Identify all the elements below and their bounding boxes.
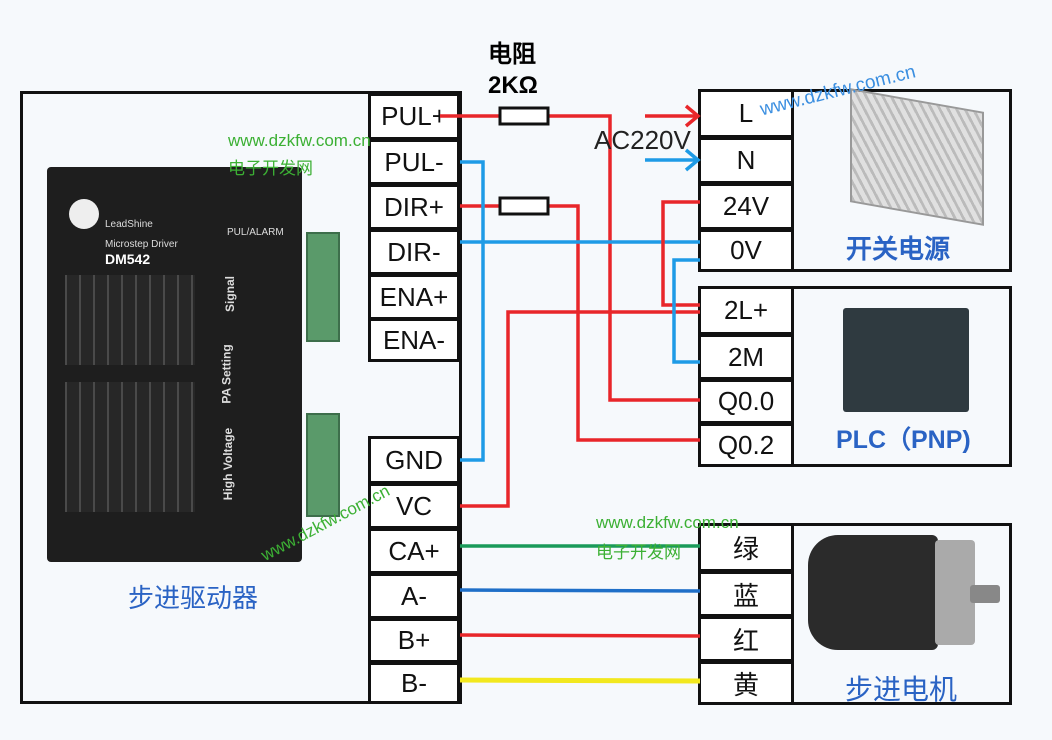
driver-title: 步进驱动器 [128, 583, 259, 613]
wire-a-minus [459, 588, 701, 593]
watermark-name-2: 电子开发网 [596, 543, 681, 562]
plc-title: PLC（PNP) [836, 426, 971, 454]
wire-0v-2m [672, 258, 700, 364]
terminal-dir-plus: DIR+ [368, 184, 460, 230]
terminal-b-minus: B- [368, 662, 460, 704]
terminal-2l-plus: 2L+ [698, 286, 794, 335]
watermark-url-2: www.dzkfw.com.cn [596, 513, 739, 532]
driver-model: DM542 [105, 251, 151, 267]
wire-vc-2l [460, 310, 700, 508]
watermark-url: www.dzkfw.com.cn [228, 131, 371, 150]
wire-b-plus [459, 633, 701, 638]
terminal-gnd: GND [368, 436, 460, 484]
resistor-label: 电阻 [488, 41, 536, 68]
wire-b-minus [459, 677, 701, 684]
ac220v-label: AC220V [594, 125, 691, 155]
wire-color-red: 红 [698, 616, 794, 662]
watermark-name: 电子开发网 [228, 159, 313, 178]
terminal-2m: 2M [698, 334, 794, 380]
wire-color-green: 绿 [698, 523, 794, 572]
terminal-24v: 24V [698, 183, 794, 230]
wire-dir-plus-q02 [548, 204, 700, 442]
motor-image [808, 535, 938, 650]
terminal-ena-plus: ENA+ [368, 274, 460, 320]
resistor-1 [498, 106, 550, 126]
terminal-ena-minus: ENA- [368, 318, 460, 362]
wire-color-blue: 蓝 [698, 571, 794, 617]
wire-pul-minus-gnd [460, 160, 485, 462]
terminal-b-plus: B+ [368, 618, 460, 663]
terminal-q0-2: Q0.2 [698, 423, 794, 467]
power-supply-image [850, 88, 984, 226]
power-terminal-block [306, 413, 340, 517]
driver-signal-header: PUL/ALARM [227, 227, 284, 238]
terminal-0v: 0V [698, 229, 794, 272]
resistor-value: 2KΩ [488, 72, 538, 99]
plc-image [843, 308, 969, 412]
driver-section-hv: High Voltage [221, 427, 236, 501]
motor-title: 步进电机 [845, 674, 958, 705]
driver-section-signal: Signal [223, 275, 238, 313]
terminal-pul-plus: PUL+ [368, 93, 460, 140]
driver-subtitle: Microstep Driver [105, 239, 178, 250]
stepper-driver-image: LeadShine Microstep Driver DM542 PUL/ALA… [47, 167, 302, 562]
terminal-pul-minus: PUL- [368, 139, 460, 185]
terminal-q0-0: Q0.0 [698, 379, 794, 424]
terminal-a-minus: A- [368, 573, 460, 619]
terminal-a-plus: CA+ [368, 528, 460, 574]
signal-terminal-block [306, 232, 340, 342]
terminal-n: N [698, 137, 794, 184]
wire-24v-2l [661, 200, 700, 307]
wire-pul-plus-q00 [548, 114, 700, 402]
power-supply-title: 开关电源 [846, 234, 951, 264]
driver-section-pa: PA Setting [219, 344, 234, 404]
driver-brand: LeadShine [105, 219, 153, 230]
terminal-vc: VC [368, 483, 460, 529]
wire-color-yellow: 黄 [698, 661, 794, 705]
terminal-dir-minus: DIR- [368, 229, 460, 275]
resistor-2 [498, 196, 550, 216]
